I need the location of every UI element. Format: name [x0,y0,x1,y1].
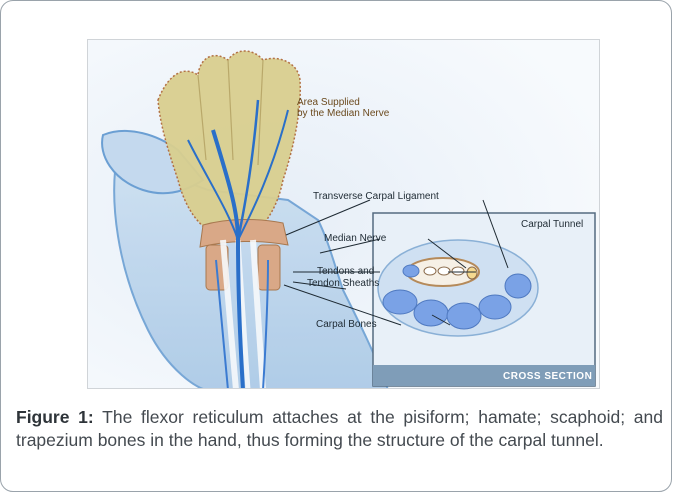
wrist-bone-right [258,245,280,290]
carpal-tunnel-illustration: Area Supplied by the Median Nerve Transv… [87,39,600,389]
label-median-nerve: Median Nerve [324,233,386,244]
label-tendons-1: Tendons and [317,266,374,277]
label-area-supplied-1: Area Supplied [297,97,360,108]
label-carpal-bones: Carpal Bones [316,319,377,330]
label-carpal-tunnel: Carpal Tunnel [521,219,583,230]
label-transverse-carpal-ligament: Transverse Carpal Ligament [313,191,439,202]
figure-caption: Figure 1: The flexor reticulum attaches … [16,406,663,452]
label-cross-section: CROSS SECTION [503,371,592,382]
label-tendons-2: Tendon Sheaths [307,278,379,289]
figure-caption-text: The flexor reticulum attaches at the pis… [16,407,663,450]
cross-section-panel [373,213,595,386]
label-area-supplied-2: by the Median Nerve [297,108,389,119]
wrist-anatomy-drawing [88,40,600,389]
figure-label: Figure 1: [16,407,94,427]
